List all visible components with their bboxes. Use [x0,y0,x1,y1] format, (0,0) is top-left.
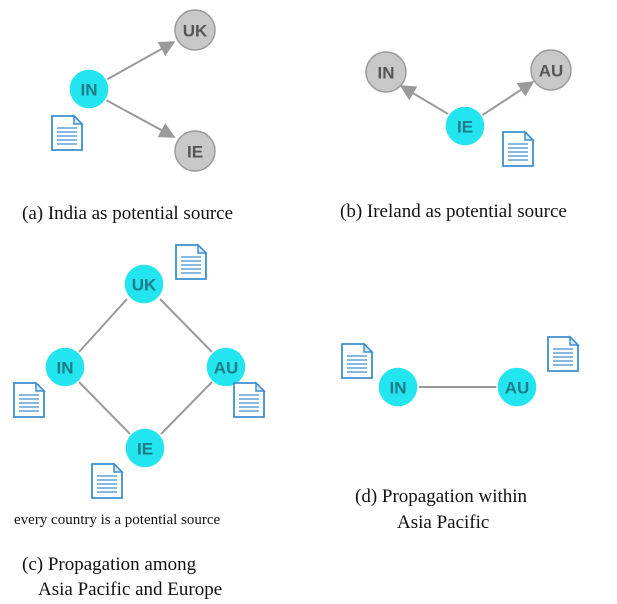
document-icon [91,463,123,499]
node-in-label: IN [81,81,98,100]
node-au: AU [530,49,572,91]
node-ie: IE [174,130,216,172]
node-ie: IE [444,105,486,147]
potential-source-note: every country is a potential source [14,512,221,528]
caption-c-line2: Asia Pacific and Europe [38,579,222,600]
node-au-label: AU [214,359,239,378]
edge-uk-au [159,298,213,353]
document-icon [175,244,207,280]
edge-au-ie [160,381,213,435]
document-icon [13,382,45,418]
edge-in-ie [78,381,131,435]
document-icon [341,343,373,379]
node-in: IN [365,51,407,93]
node-au-label: AU [539,62,564,81]
edge-uk-in [78,298,128,353]
document-icon [233,382,265,418]
node-in-label: IN [57,359,74,378]
node-uk-label: UK [183,22,208,41]
node-ie: IE [124,427,166,469]
node-in: IN [377,366,419,408]
node-in: IN [68,68,110,110]
node-in-label: IN [378,64,395,83]
panel-a: UK IN IE (a) India as potential source [22,9,233,224]
node-uk: UK [123,263,165,305]
edge-ie-in [399,85,449,115]
document-icon [502,131,534,167]
node-in: IN [44,346,86,388]
node-au: AU [496,366,538,408]
panel-d: IN AU (d) Propagation within Asia Pacifi… [341,336,579,533]
node-ie-label: IE [137,440,153,459]
caption-d-line1: (d) Propagation within [355,486,528,507]
node-ie-label: IE [187,143,203,162]
node-au-label: AU [505,379,530,398]
caption-a: (a) India as potential source [22,203,233,224]
node-uk-label: UK [132,276,157,295]
node-uk: UK [174,9,216,51]
panel-b: IN IE AU (b) Ireland as potential source [340,49,572,222]
edge-in-ie [105,99,176,138]
edge-in-uk [105,41,176,81]
document-icon [51,115,83,151]
caption-d-line2: Asia Pacific [397,512,489,533]
node-ie-label: IE [457,118,473,137]
node-in-label: IN [390,379,407,398]
document-icon [547,336,579,372]
caption-c-line1: (c) Propagation among [22,554,197,575]
caption-b: (b) Ireland as potential source [340,201,567,222]
panel-c: UK IN AU IE every country is a potential… [13,244,265,600]
node-au: AU [205,346,247,388]
edge-ie-au [480,81,535,117]
